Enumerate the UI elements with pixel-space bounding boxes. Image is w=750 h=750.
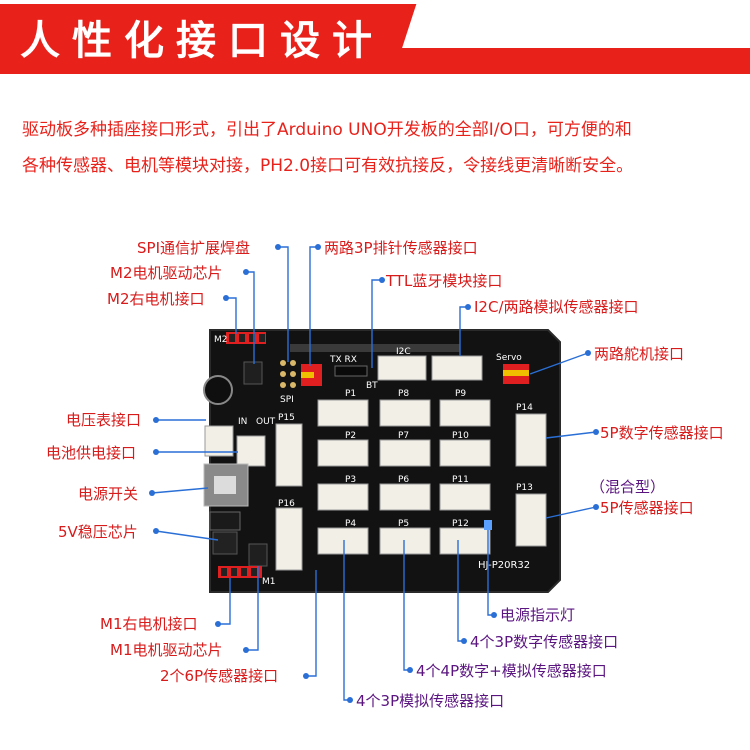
silk-p6: P6 xyxy=(398,475,409,485)
silk-p12: P12 xyxy=(452,519,469,529)
top-header xyxy=(290,344,460,352)
label-three-pin-header: 两路3P排针传感器接口 xyxy=(324,239,478,257)
label-mixed5p: 5P传感器接口 xyxy=(600,499,694,517)
servo-pins xyxy=(503,364,529,384)
label-mixed4p: 4个4P数字+模拟传感器接口 xyxy=(416,662,607,680)
silk-m2: M2 xyxy=(214,335,228,345)
intro-line-1: 驱动板多种插座接口形式，引出了Arduino UNO开发板的全部I/O口，可方便… xyxy=(22,120,632,140)
p15-connector xyxy=(275,423,303,487)
i2c-connector-1 xyxy=(377,355,427,381)
m2-motor-pins xyxy=(226,332,266,344)
silk-p9: P9 xyxy=(455,389,466,399)
silk-out: OUT xyxy=(256,417,276,427)
label-m2-driver: M2电机驱动芯片 xyxy=(110,264,223,282)
intro-line-2: 各种传感器、电机等模块对接，PH2.0接口可有效抗接反，令接线更清晰断安全。 xyxy=(22,156,634,176)
label-power-switch: 电源开关 xyxy=(78,485,139,503)
battery-connector xyxy=(236,435,266,467)
callout-dots xyxy=(149,244,599,703)
m1-driver-chip xyxy=(248,543,268,567)
header-block xyxy=(0,4,375,74)
capacitor xyxy=(203,375,233,405)
i2c-connector-2 xyxy=(431,355,483,381)
silk-p2: P2 xyxy=(345,431,356,441)
silk-p3: P3 xyxy=(345,475,356,485)
label-i2c: I2C/两路模拟传感器接口 xyxy=(474,298,639,316)
p14-connector xyxy=(515,413,547,467)
silk-in: IN xyxy=(238,417,247,427)
regulator-body xyxy=(212,531,238,555)
label-mixed: （混合型） xyxy=(590,478,666,496)
page-title: 人性化接口设计 xyxy=(20,18,384,64)
silk-p13: P13 xyxy=(516,483,533,493)
header-banner: 人性化接口设计 xyxy=(0,0,750,78)
silk-p11: P11 xyxy=(452,475,469,485)
label-spi: SPI通信扩展焊盘 xyxy=(137,239,250,257)
silk-p5: P5 xyxy=(398,519,409,529)
silk-p10: P10 xyxy=(452,431,469,441)
m1-motor-pins xyxy=(218,566,262,578)
label-m2-motor: M2右电机接口 xyxy=(107,290,205,308)
voltmeter-connector xyxy=(204,425,234,457)
silk-spi: SPI xyxy=(280,395,294,405)
silk-i2c: I2C xyxy=(396,347,411,357)
label-voltmeter: 电压表接口 xyxy=(66,411,142,429)
label-m1-driver: M1电机驱动芯片 xyxy=(110,641,223,659)
power-led xyxy=(484,520,492,530)
label-m1-motor: M1右电机接口 xyxy=(100,615,198,633)
sensor-grid xyxy=(317,399,491,555)
silk-servo: Servo xyxy=(496,353,522,363)
silk-txrx: TX RX xyxy=(329,355,357,365)
ttl-header xyxy=(334,365,368,377)
spi-pads xyxy=(280,360,296,388)
p16-connector xyxy=(275,507,303,571)
regulator-chip xyxy=(209,511,241,531)
silk-p1: P1 xyxy=(345,389,356,399)
label-regulator: 5V稳压芯片 xyxy=(58,523,138,541)
m2-driver-chip xyxy=(243,361,263,385)
label-power-led: 电源指示灯 xyxy=(500,606,576,624)
silk-model: HJ-P20R32 xyxy=(478,560,530,571)
three-pin-headers xyxy=(301,364,322,386)
silk-p14: P14 xyxy=(516,403,533,413)
label-servo: 两路舵机接口 xyxy=(594,345,685,363)
label-analog3p: 4个3P模拟传感器接口 xyxy=(356,692,505,710)
label-digital3p: 4个3P数字传感器接口 xyxy=(470,633,619,651)
p13-connector xyxy=(515,493,547,547)
power-switch-knob xyxy=(214,476,236,494)
silk-p8: P8 xyxy=(398,389,409,399)
label-battery: 电池供电接口 xyxy=(46,444,137,462)
silk-p15: P15 xyxy=(278,413,295,423)
label-ttl: TTL蓝牙模块接口 xyxy=(386,272,503,290)
silk-m1: M1 xyxy=(262,577,276,587)
silk-p4: P4 xyxy=(345,519,356,529)
silk-bt: BT xyxy=(366,381,378,391)
silk-p7: P7 xyxy=(398,431,409,441)
silk-p16: P16 xyxy=(278,499,295,509)
label-digital5p: 5P数字传感器接口 xyxy=(600,424,724,442)
silkscreen: P1 P2 P3 P4 P5 P6 P7 P8 P9 P10 P11 P12 P… xyxy=(214,335,533,587)
label-six-pin: 2个6P传感器接口 xyxy=(160,667,279,685)
